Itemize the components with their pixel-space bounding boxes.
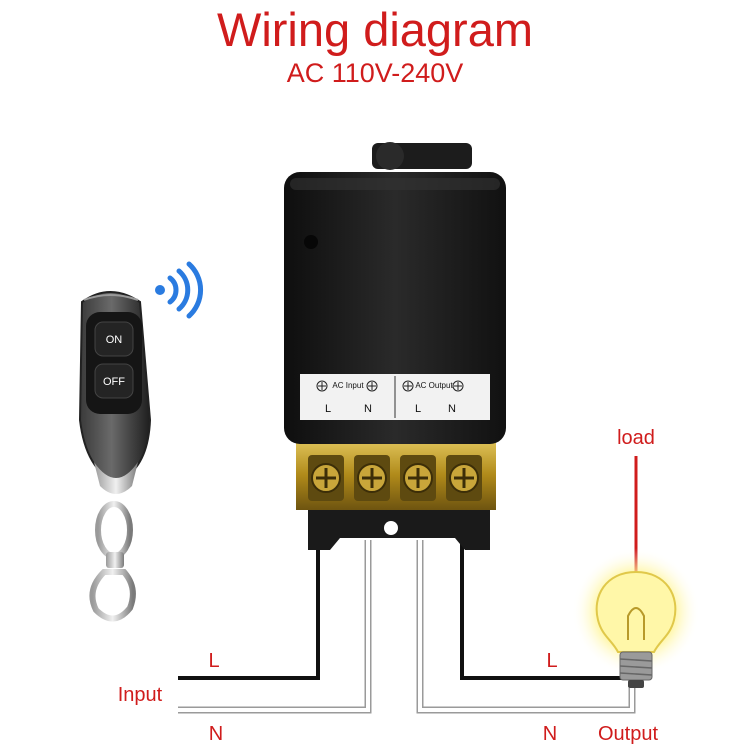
plate-input-n: N bbox=[364, 403, 372, 415]
output-n-label: N bbox=[543, 723, 557, 745]
bulb-glass bbox=[595, 570, 677, 653]
plate-input-l: L bbox=[325, 403, 331, 415]
wire-input-neutral bbox=[178, 540, 372, 714]
output-l-label: L bbox=[546, 650, 557, 672]
terminal-screw bbox=[354, 455, 390, 501]
load-label: load bbox=[617, 427, 655, 449]
terminal-screw bbox=[400, 455, 436, 501]
input-n-label: N bbox=[209, 723, 223, 745]
plate-output-n: N bbox=[448, 403, 456, 415]
mounting-flange bbox=[308, 500, 490, 550]
mounting-hole bbox=[384, 521, 398, 535]
plate-output-l: L bbox=[415, 403, 421, 415]
output-label: Output bbox=[598, 723, 658, 745]
remote-control: ON OFF bbox=[78, 291, 152, 622]
diagram-title: Wiring diagram bbox=[216, 3, 534, 56]
remote-on-label: ON bbox=[106, 334, 123, 346]
relay-module: AC Input AC Output L N L N bbox=[284, 142, 506, 550]
input-l-label: L bbox=[208, 650, 219, 672]
wireless-signal-icon bbox=[155, 261, 204, 319]
terminal-screw bbox=[446, 455, 482, 501]
wire-output-live bbox=[460, 530, 628, 680]
remote-off-label: OFF bbox=[103, 376, 125, 388]
key-clip bbox=[89, 569, 136, 622]
voltage-subtitle: AC 110V-240V bbox=[286, 58, 464, 88]
ac-output-label: AC Output bbox=[415, 381, 453, 390]
input-label: Input bbox=[118, 684, 163, 706]
remote-off-button[interactable] bbox=[94, 363, 134, 399]
ac-input-label: AC Input bbox=[332, 381, 364, 390]
led-indicator bbox=[304, 235, 318, 249]
wire-output-neutral bbox=[416, 540, 636, 714]
wire-input-live bbox=[178, 530, 320, 680]
remote-on-button[interactable] bbox=[94, 321, 134, 357]
key-ring bbox=[95, 501, 133, 559]
light-bulb bbox=[572, 548, 700, 688]
terminal-screw bbox=[308, 455, 344, 501]
